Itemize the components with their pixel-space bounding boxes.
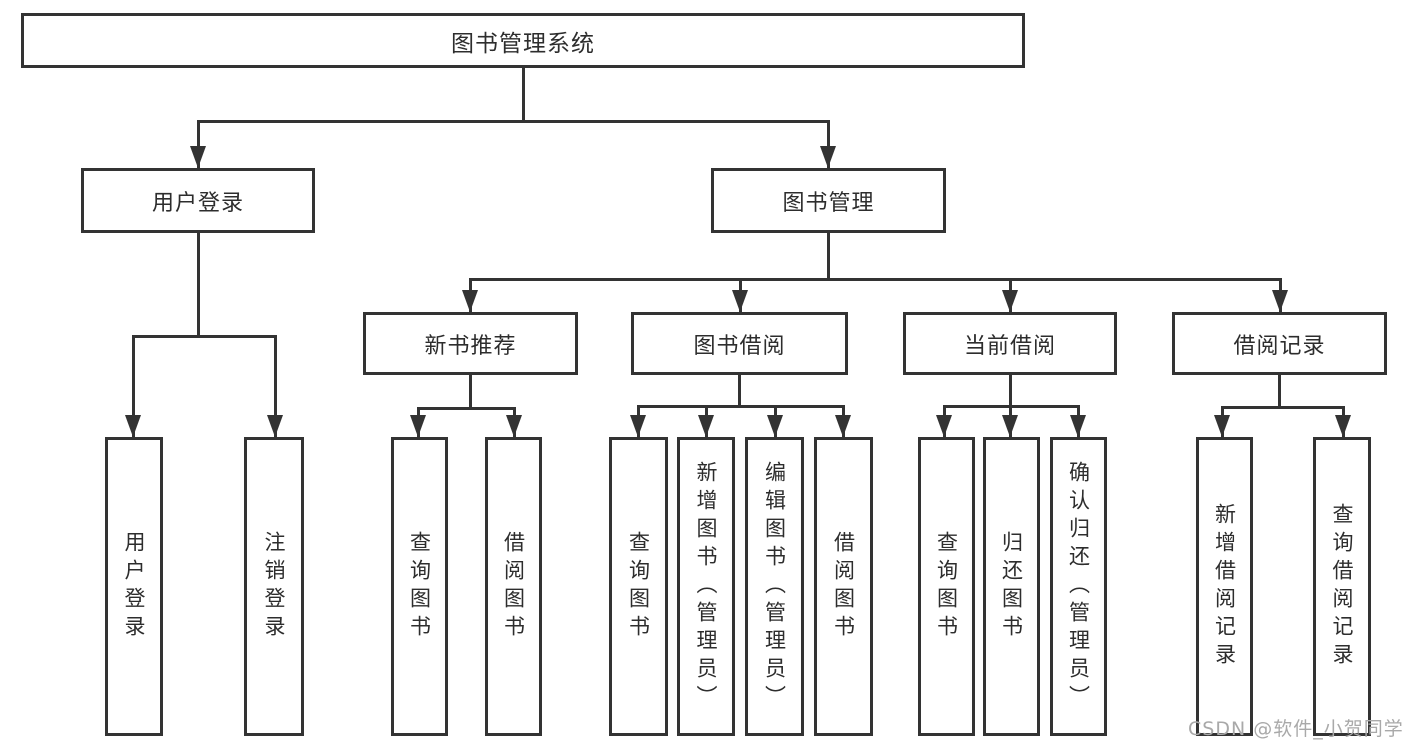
watermark-text: CSDN @软件_小贺同学: [1188, 718, 1404, 740]
connector-user-login-hline: [131, 335, 277, 338]
arrow-to-leaf-add-record: [1213, 406, 1230, 437]
leaf-return-books: 归还图书: [983, 437, 1040, 736]
node-book-borrowing: 图书借阅: [631, 312, 848, 375]
leaf-edit-books-admin: 编辑图书（管理员）: [745, 437, 804, 736]
leaf-logout: 注销登录: [244, 437, 304, 736]
arrow-to-leaf-user-login: [124, 335, 141, 437]
arrow-to-leaf-query-books-a: [409, 407, 426, 437]
arrow-to-borrowing-records: [1271, 278, 1288, 312]
arrow-to-leaf-query-books-b: [629, 405, 646, 437]
node-new-book-recommend: 新书推荐: [363, 312, 578, 375]
arrow-to-leaf-edit-books: [766, 405, 783, 437]
connector-book-mgmt-stem: [826, 233, 830, 281]
connector-new-book-stem: [469, 375, 472, 410]
arrow-to-leaf-return-books: [1001, 405, 1018, 437]
arrow-to-leaf-confirm-return: [1069, 405, 1086, 437]
arrow-to-leaf-add-books: [697, 405, 714, 437]
node-current-borrowing: 当前借阅: [903, 312, 1117, 375]
arrow-to-leaf-query-record: [1334, 406, 1351, 437]
connector-borrowing-hline: [636, 405, 845, 408]
leaf-user-login: 用户登录: [105, 437, 163, 736]
connector-records-stem: [1278, 375, 1281, 409]
leaf-borrow-books-a: 借阅图书: [485, 437, 542, 736]
arrow-to-current-borrowing: [1001, 278, 1018, 312]
leaf-borrow-books-b: 借阅图书: [814, 437, 873, 736]
connector-user-login-stem: [196, 233, 200, 338]
arrow-to-leaf-borrow-books-a: [505, 407, 522, 437]
arrow-to-leaf-borrow-books-b: [834, 405, 851, 437]
arrow-to-book-management: [819, 120, 836, 168]
leaf-query-borrow-record: 查询借阅记录: [1313, 437, 1371, 736]
node-user-login: 用户登录: [81, 168, 315, 233]
connector-records-hline: [1220, 406, 1345, 409]
leaf-query-books-c: 查询图书: [918, 437, 975, 736]
arrow-to-user-login: [189, 120, 206, 168]
arrow-to-new-book-recommend: [461, 278, 478, 312]
node-book-management: 图书管理: [711, 168, 946, 233]
arrow-to-leaf-query-books-c: [935, 405, 952, 437]
connector-root-hline: [196, 120, 830, 123]
node-root-library-system: 图书管理系统: [21, 13, 1025, 68]
leaf-query-books-b: 查询图书: [609, 437, 668, 736]
node-borrowing-records: 借阅记录: [1172, 312, 1387, 375]
connector-root-stem: [521, 68, 525, 123]
connector-book-mgmt-hline: [468, 278, 1282, 281]
arrow-to-leaf-logout: [266, 335, 283, 437]
leaf-add-borrow-record: 新增借阅记录: [1196, 437, 1253, 736]
connector-current-stem: [1008, 375, 1012, 408]
leaf-query-books-a: 查询图书: [391, 437, 448, 736]
leaf-add-books-admin: 新增图书（管理员）: [677, 437, 735, 736]
arrow-to-book-borrowing: [731, 278, 748, 312]
connector-borrowing-stem: [738, 375, 741, 408]
connector-new-book-hline: [416, 407, 516, 410]
leaf-confirm-return-admin: 确认归还（管理员）: [1050, 437, 1107, 736]
